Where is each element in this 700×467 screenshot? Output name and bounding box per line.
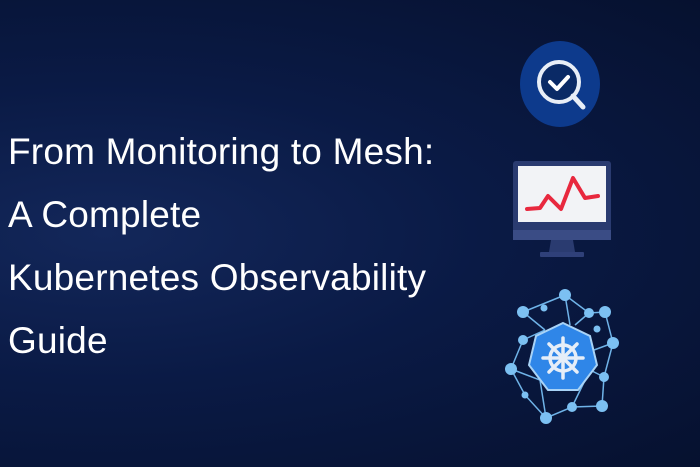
monitor-chart-icon	[513, 161, 611, 257]
kubernetes-logo	[527, 321, 599, 391]
title-line-2: A Complete	[8, 194, 202, 235]
title-line-3: Kubernetes Observability	[8, 257, 427, 298]
magnifier-check-icon	[520, 41, 600, 127]
title-line-1: From Monitoring to Mesh:	[8, 131, 435, 172]
page-title: From Monitoring to Mesh: A Complete Kube…	[8, 120, 434, 372]
title-line-4: Guide	[8, 320, 108, 361]
network-nodes	[505, 289, 619, 424]
